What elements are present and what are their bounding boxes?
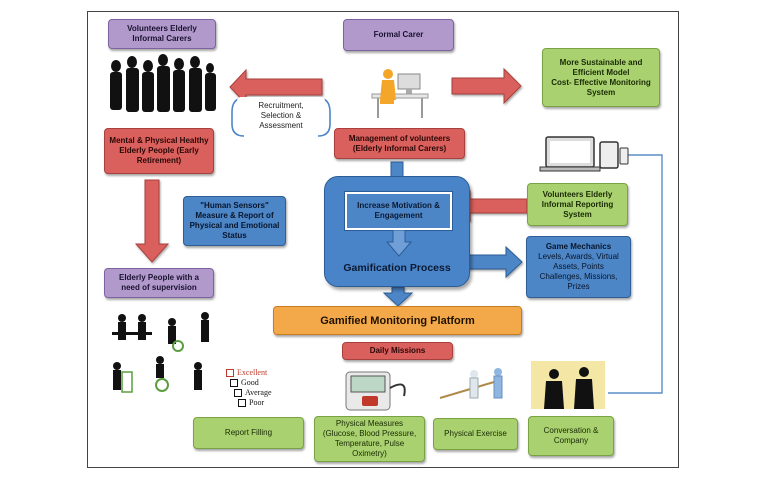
checkbox-icon: [230, 379, 238, 388]
crowd-silhouette-icon: [110, 54, 216, 112]
daily-missions-node: Daily Missions: [342, 342, 453, 360]
checklist-item: Average: [226, 388, 296, 398]
platform-node: Gamified Monitoring Platform: [273, 306, 522, 335]
physical-exercise-icon: [439, 368, 503, 399]
checkbox-icon: [238, 399, 246, 408]
feedback-line: [608, 154, 663, 394]
arrow-to-platform: [382, 286, 414, 307]
arrow-to-volunteers: [229, 68, 323, 106]
game-mechanics-title: Game Mechanics: [545, 242, 612, 251]
physical-exercise-node: Physical Exercise: [433, 418, 518, 450]
formal-carer-node: Formal Carer: [343, 19, 454, 51]
rating-checklist: Excellent Good Average Poor: [226, 368, 296, 414]
conversation-photo-icon: [531, 361, 605, 409]
arrow-down-elderly: [134, 179, 170, 263]
gamification-process-label: Gamification Process: [343, 262, 451, 274]
elderly-people-silhouettes-icon: [112, 312, 209, 393]
inner-down-arrow-icon: [386, 230, 412, 257]
checkbox-icon: [226, 369, 234, 378]
checklist-item: Poor: [226, 398, 296, 408]
increase-motivation-node: Increase Motivation & Engagement: [345, 192, 452, 230]
recruitment-label: Recruitment, Selection & Assessment: [237, 97, 325, 135]
game-mechanics-node: Game Mechanics Levels, Awards, Virtual A…: [526, 236, 631, 298]
human-sensors-node: "Human Sensors" Measure & Report of Phys…: [183, 196, 286, 246]
mental-physical-node: Mental & Physical Healthy Elderly People…: [104, 128, 214, 174]
management-node: Management of volunteers (Elderly Inform…: [334, 128, 465, 159]
conversation-node: Conversation & Company: [528, 416, 614, 456]
sustainable-model-node: More Sustainable and Efficient Model Cos…: [542, 48, 660, 107]
elderly-supervision-node: Elderly People with a need of supervisio…: [104, 268, 214, 298]
checklist-item: Good: [226, 378, 296, 388]
arrow-to-sustainable: [451, 67, 522, 105]
blood-pressure-monitor-icon: [345, 371, 406, 411]
checklist-item: Excellent: [226, 368, 296, 378]
physical-measures-node: Physical Measures (Glucose, Blood Pressu…: [314, 416, 425, 462]
report-filling-node: Report Filling: [193, 417, 304, 449]
volunteers-elderly-node: Volunteers Elderly Informal Carers: [108, 19, 216, 49]
devices-icon: [539, 136, 629, 172]
checkbox-icon: [234, 389, 242, 398]
reporting-system-node: Volunteers Elderly Informal Reporting Sy…: [527, 183, 628, 226]
game-mechanics-body: Levels, Awards, Virtual Assets, Points C…: [538, 252, 619, 291]
formal-carer-desk-icon: [371, 69, 429, 118]
arrow-to-game-mechanics: [465, 245, 523, 279]
